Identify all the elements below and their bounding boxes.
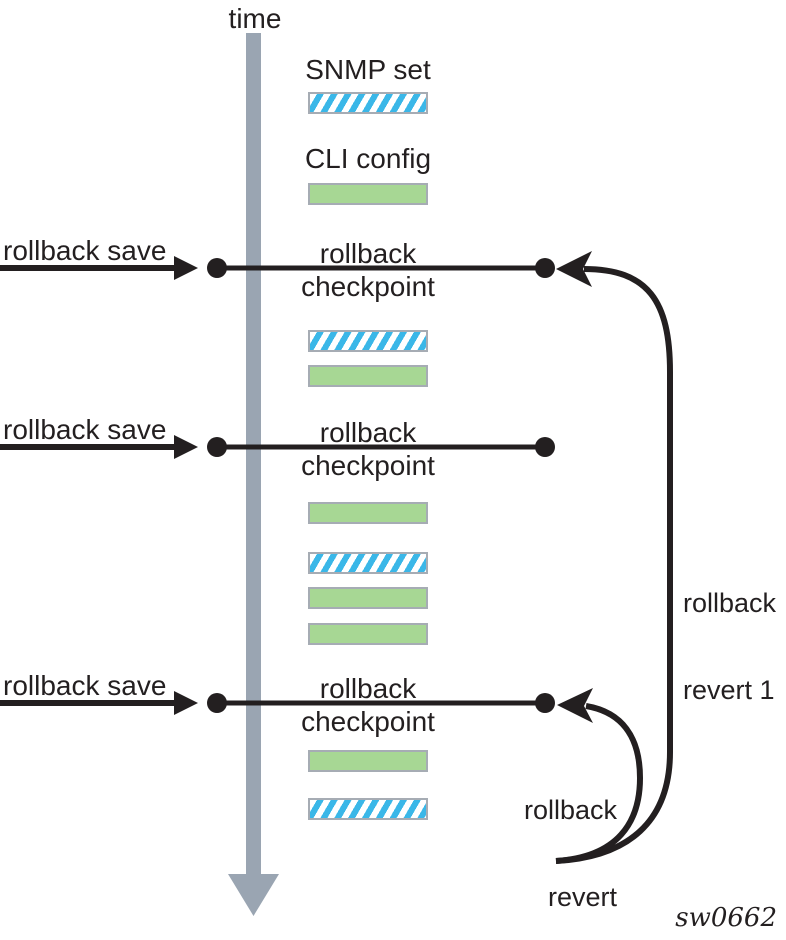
time-axis-label: time (228, 3, 282, 34)
rollback-save-arrow-2 (0, 435, 198, 459)
cli-config-legend-bar (308, 183, 428, 205)
cli-config-bar (308, 623, 428, 645)
checkpoint-label-bottom-3: checkpoint (301, 706, 435, 737)
checkpoint-line-1 (207, 258, 555, 278)
rollback-save-label-3: rollback save (3, 670, 167, 701)
revert-latest-arrow (555, 688, 644, 864)
checkpoint-label-bottom-2: checkpoint (301, 450, 435, 481)
revert1-label: rollback revert 1 (683, 531, 776, 763)
revert-latest-label-line1: rollback (523, 795, 617, 825)
snmp-set-legend-label: SNMP set (305, 54, 431, 85)
snmp-set-bar (308, 552, 428, 574)
snmp-set-bar (308, 330, 428, 352)
rollback-save-label-1: rollback save (3, 235, 167, 266)
cli-config-bar (308, 365, 428, 387)
cli-config-bar (308, 750, 428, 772)
snmp-set-bar (308, 798, 428, 820)
revert-latest-label: rollback revert latest (524, 738, 617, 940)
cli-config-bar (308, 502, 428, 524)
checkpoint-label-top-2: rollback (319, 417, 417, 448)
rollback-save-arrow-3 (0, 691, 198, 715)
revert1-label-line2: revert 1 (683, 675, 775, 705)
checkpoint-line-2 (207, 437, 555, 457)
snmp-set-legend-bar (308, 92, 428, 114)
rollback-save-arrow-1 (0, 256, 198, 280)
rollback-save-label-2: rollback save (3, 414, 167, 445)
time-axis-arrow (228, 33, 279, 916)
revert1-label-line1: rollback (683, 588, 777, 618)
figure-watermark: sw0662 (675, 903, 777, 933)
checkpoint-label-top-1: rollback (319, 238, 417, 269)
checkpoint-line-3 (207, 693, 555, 713)
checkpoint-label-top-3: rollback (319, 673, 417, 704)
checkpoint-label-bottom-1: checkpoint (301, 271, 435, 302)
cli-config-bar (308, 587, 428, 609)
revert-latest-label-line2: revert (547, 882, 617, 912)
revert1-arrow (555, 251, 673, 864)
cli-config-legend-label: CLI config (304, 143, 432, 174)
